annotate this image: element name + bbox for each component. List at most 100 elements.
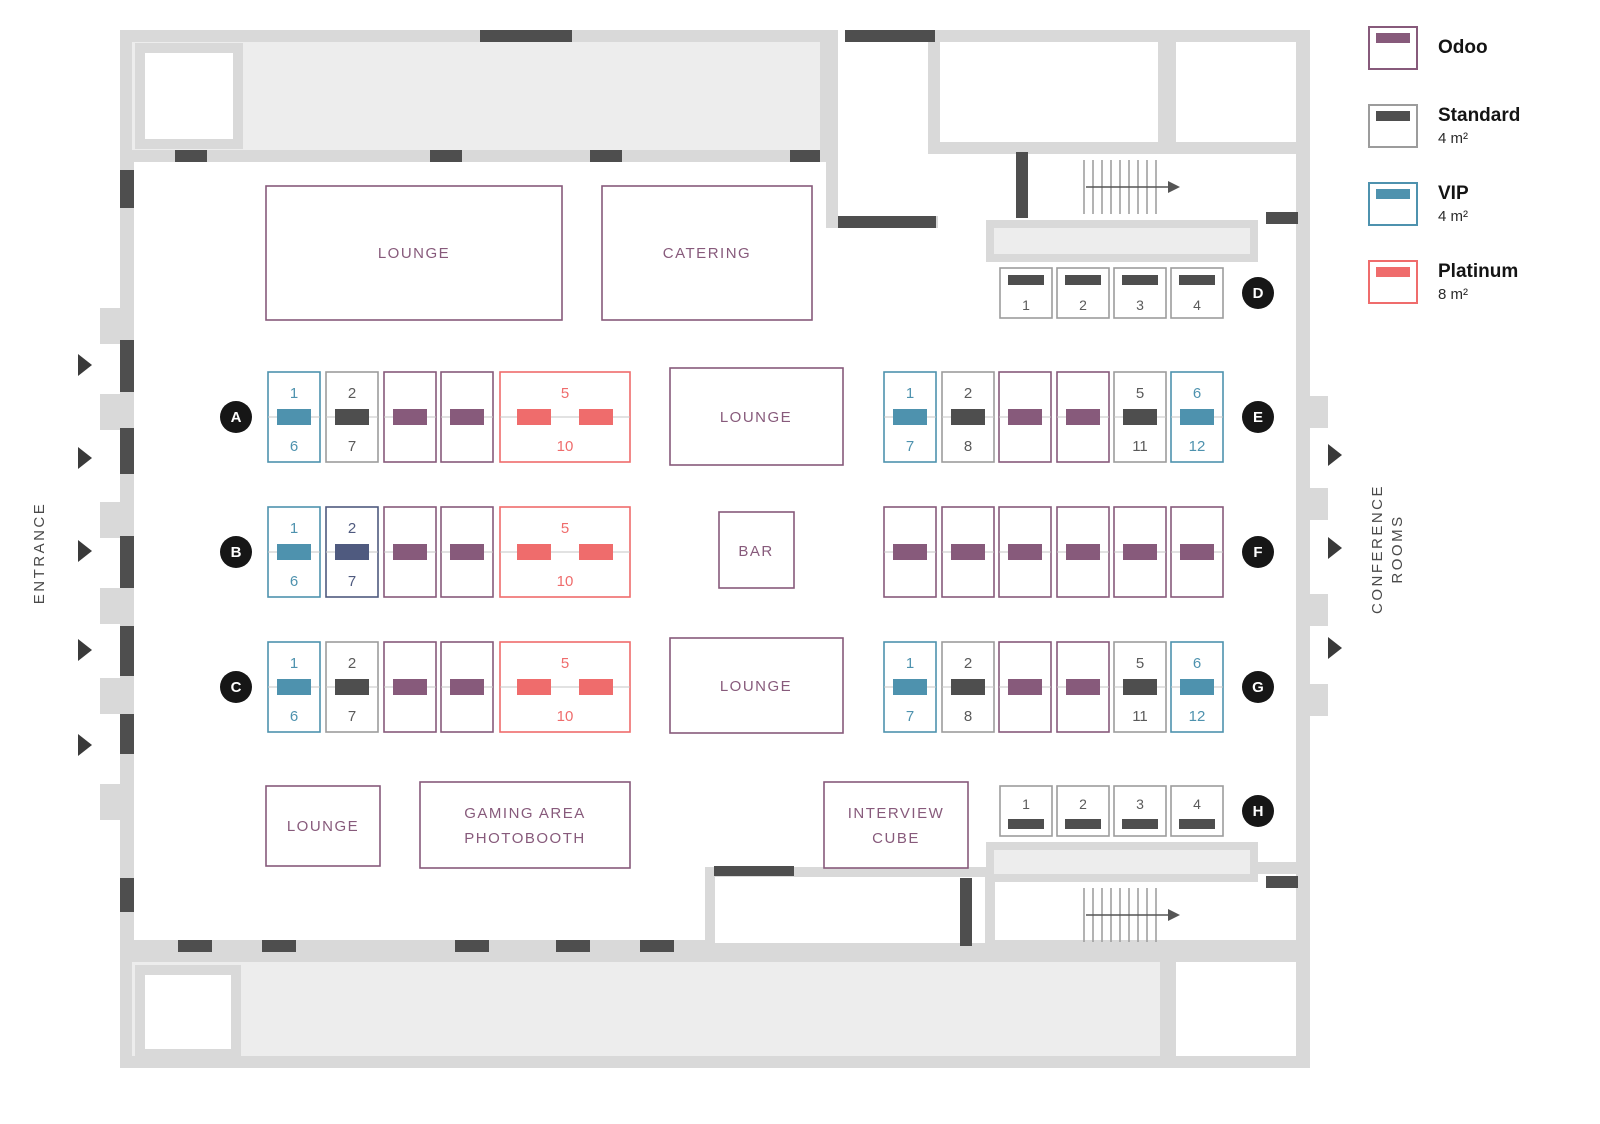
booth-number-bottom: 8	[964, 708, 972, 725]
room-top-left-sub	[135, 43, 243, 149]
stair-arrow-head	[1168, 181, 1180, 193]
arrow-icon	[78, 447, 92, 469]
wall-right	[1296, 30, 1310, 1068]
booth-number-bottom: 7	[906, 708, 914, 725]
booth-bar	[335, 409, 369, 425]
booth-number-bottom: 10	[557, 708, 574, 725]
legend-label: VIP	[1438, 183, 1469, 204]
booth-number-bottom: 6	[290, 438, 298, 455]
catering-area	[601, 185, 813, 321]
booth-bar	[579, 409, 613, 425]
booth-bar-icon	[1376, 111, 1410, 121]
row-marker-g	[1242, 671, 1274, 703]
booth-number-bottom: 12	[1189, 438, 1206, 455]
booth-bar	[1180, 679, 1214, 695]
lounge-center-top-label: LOUNGE	[720, 409, 792, 426]
booth-number-top: 5	[1136, 655, 1144, 672]
door-tabs	[100, 308, 1328, 820]
row-marker-b	[220, 536, 252, 568]
booth-number-bottom: 11	[1132, 708, 1148, 725]
booth-number-top: 1	[290, 385, 298, 402]
booth-number: 2	[1079, 796, 1087, 812]
row-marker-b-label: B	[231, 544, 242, 561]
row-marker-c-label: C	[231, 679, 242, 696]
wall-dark-segment	[120, 536, 134, 588]
row-marker-a-label: A	[231, 409, 242, 426]
booth-bar	[1008, 679, 1042, 695]
wall-dark-segment	[1016, 152, 1028, 218]
wall-topright-divider	[826, 30, 838, 228]
booth-bar	[517, 679, 551, 695]
wall-dark-segment	[120, 428, 134, 474]
conference-arrows	[1328, 444, 1342, 659]
booth-bar	[1123, 544, 1157, 560]
booth-bar	[951, 409, 985, 425]
wall-bottom-right	[988, 940, 1310, 952]
arrow-icon	[78, 540, 92, 562]
lounge-top-area	[265, 185, 563, 321]
row-marker-h-label: H	[1253, 803, 1264, 820]
gaming-label-line2: PHOTOBOOTH	[464, 830, 585, 847]
legend-item-platinum: Platinum 8 m²	[1368, 260, 1520, 304]
booth-number-top: 1	[906, 385, 914, 402]
lounge-bottom-label: LOUNGE	[287, 818, 359, 835]
arrow-icon	[1328, 537, 1342, 559]
booth-bar	[1179, 819, 1215, 829]
row-marker-g-label: G	[1252, 679, 1264, 696]
booth-bar	[893, 409, 927, 425]
entrance-label: ENTRANCE	[31, 502, 48, 605]
booth-bar	[1065, 275, 1101, 285]
booth-number-bottom: 11	[1132, 438, 1148, 455]
booth-bar	[335, 679, 369, 695]
booth-bar	[450, 409, 484, 425]
booth-number-bottom: 10	[557, 438, 574, 455]
bar-area	[718, 511, 795, 589]
door-tab-right	[1306, 594, 1328, 626]
lounge-top-label: LOUNGE	[378, 245, 450, 262]
booth-number-top: 5	[561, 655, 569, 672]
legend-text: VIP 4 m²	[1438, 183, 1469, 225]
wall-dark-segment	[714, 866, 794, 876]
stairs-top	[1083, 160, 1180, 214]
wall-dark-segment	[120, 714, 134, 754]
wall-dark-segment	[845, 30, 935, 42]
wall-dark-segment	[1266, 876, 1298, 888]
legend-text: Standard 4 m²	[1438, 105, 1520, 147]
door-tab-left	[100, 502, 122, 538]
booth-number-top: 2	[348, 655, 356, 672]
standard-booth-icon	[1368, 104, 1418, 148]
wall-bottomright-l	[1252, 862, 1310, 874]
booth-number-bottom: 7	[906, 438, 914, 455]
wall-dark-segment	[262, 940, 296, 952]
booth-bar	[1123, 409, 1157, 425]
booth-bar	[1066, 409, 1100, 425]
booth-number-top: 5	[561, 385, 569, 402]
booth-bar	[579, 679, 613, 695]
legend-item-odoo: Odoo	[1368, 26, 1520, 70]
booth-number-bottom: 12	[1189, 708, 1206, 725]
booth-number-top: 5	[1136, 385, 1144, 402]
booth-bar	[1179, 275, 1215, 285]
arrow-icon	[78, 354, 92, 376]
booth-number-top: 2	[348, 520, 356, 537]
wall-dark-segment	[120, 340, 134, 392]
platinum-booth-icon	[1368, 260, 1418, 304]
booth-bar	[1008, 544, 1042, 560]
booth-bar-icon	[1376, 267, 1410, 277]
door-tab-left	[100, 588, 122, 624]
conference-label-line1: CONFERENCE	[1369, 484, 1386, 614]
wall-dark-segments	[120, 30, 1298, 952]
row-marker-h	[1242, 795, 1274, 827]
entrance-arrows	[78, 354, 92, 756]
wall-dark-segment	[556, 940, 590, 952]
stairs-bottom	[1083, 888, 1180, 942]
booth-number-top: 6	[1193, 385, 1201, 402]
booth-bar	[277, 679, 311, 695]
catering-label: CATERING	[663, 245, 751, 262]
